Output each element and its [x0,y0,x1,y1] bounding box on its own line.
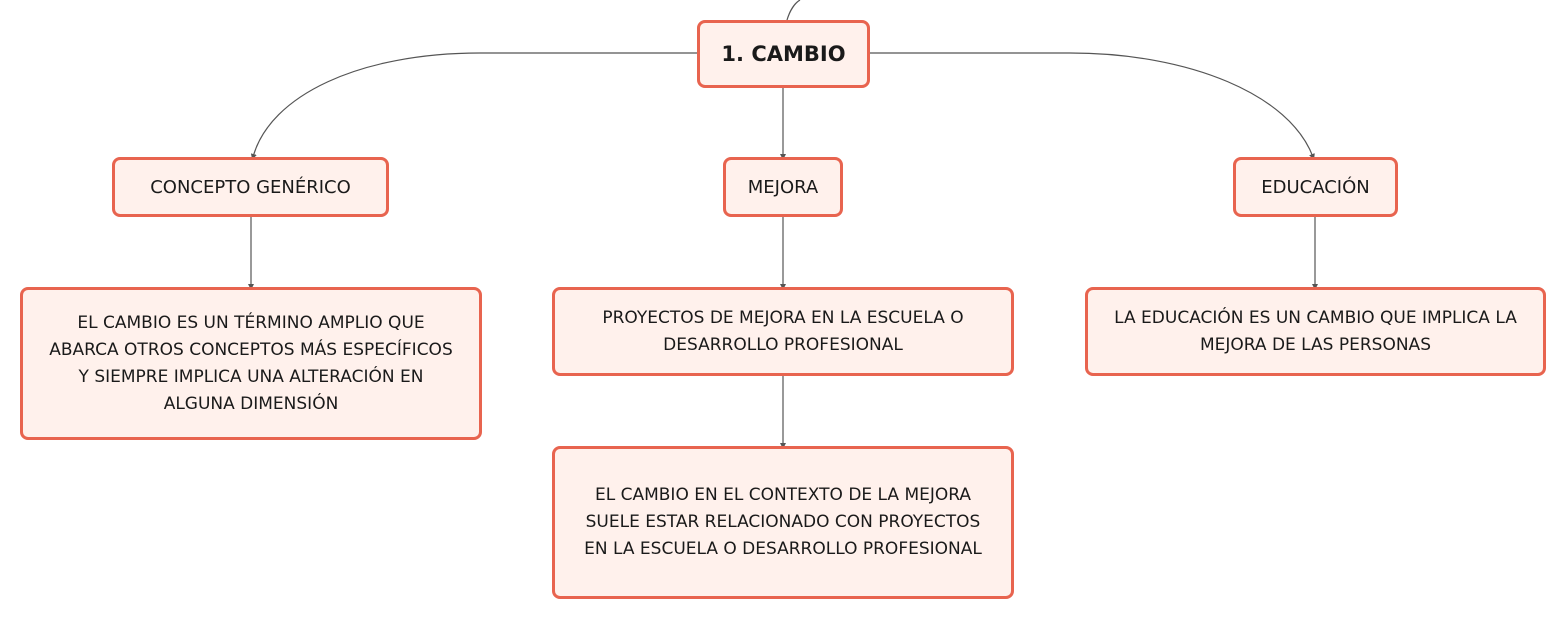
detail-node-concepto-generico[interactable]: EL CAMBIO ES UN TÉRMINO AMPLIO QUE ABARC… [20,287,482,440]
connector-parent-to-root [786,0,801,21]
connector-root-to-educacion [870,52,1315,160]
branch-node-concepto-generico[interactable]: CONCEPTO GENÉRICO [112,157,389,217]
branch-node-educacion[interactable]: EDUCACIÓN [1233,157,1398,217]
connector-root-to-concepto [250,52,697,160]
detail-node-contexto-mejora[interactable]: EL CAMBIO EN EL CONTEXTO DE LA MEJORA SU… [552,446,1014,599]
detail-node-educacion[interactable]: LA EDUCACIÓN ES UN CAMBIO QUE IMPLICA LA… [1085,287,1546,376]
detail-node-proyectos-mejora[interactable]: PROYECTOS DE MEJORA EN LA ESCUELA O DESA… [552,287,1014,376]
branch-node-mejora[interactable]: MEJORA [723,157,843,217]
root-node[interactable]: 1. CAMBIO [697,20,870,88]
